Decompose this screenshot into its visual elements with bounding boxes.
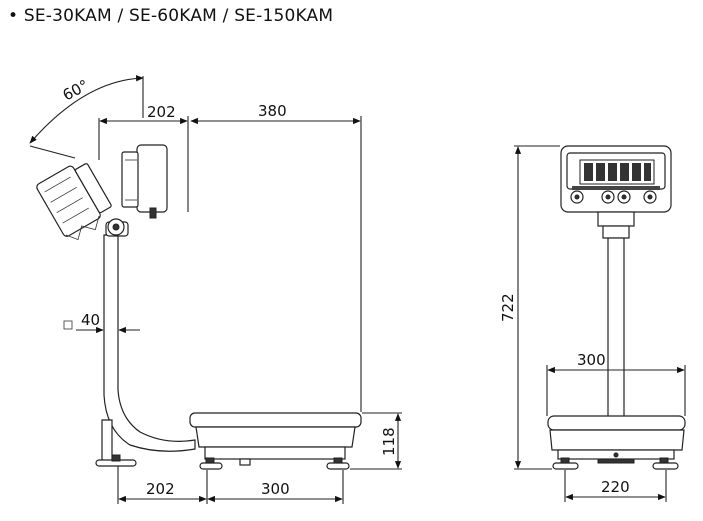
dim-total-height: 722 bbox=[499, 293, 517, 322]
dim-base-offset: 202 bbox=[146, 480, 175, 498]
front-foot-left bbox=[552, 457, 579, 470]
side-head-tilted bbox=[36, 163, 112, 241]
front-key-buttons bbox=[570, 190, 657, 204]
front-head bbox=[560, 145, 672, 239]
dim-head-width: 202 bbox=[147, 103, 176, 121]
side-platform bbox=[189, 412, 362, 470]
dim-base-depth: 300 bbox=[261, 480, 290, 498]
side-base-stand bbox=[95, 419, 137, 467]
dim-platform-height: 118 bbox=[380, 427, 398, 456]
front-platform bbox=[547, 415, 686, 470]
dim-front-platform-width: 300 bbox=[577, 351, 606, 369]
side-column bbox=[103, 218, 196, 452]
front-view: 722 300 220 bbox=[499, 145, 686, 502]
dim-platform-depth: 380 bbox=[258, 102, 287, 120]
dim-pole-size: 40 bbox=[81, 311, 100, 329]
dim-tilt-angle: 60° bbox=[60, 76, 92, 104]
square-symbol bbox=[63, 320, 73, 330]
side-view: 202 380 60° 40 202 300 bbox=[29, 75, 402, 504]
side-head-upright bbox=[121, 144, 168, 219]
dim-front-foot-span: 220 bbox=[601, 478, 630, 496]
front-pole bbox=[607, 237, 625, 419]
front-display-digits bbox=[584, 163, 651, 181]
side-foot-right bbox=[326, 457, 350, 470]
side-foot-left bbox=[199, 457, 223, 470]
front-foot-right bbox=[652, 457, 679, 470]
model-title: • SE-30KAM / SE-60KAM / SE-150KAM bbox=[8, 6, 334, 26]
